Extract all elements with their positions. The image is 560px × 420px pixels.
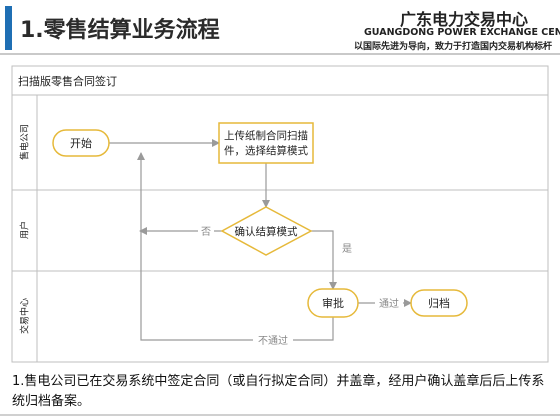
lane-label-user: 用户	[19, 221, 31, 239]
edge-label-no-bg	[198, 224, 214, 238]
node-review-label: 审批	[322, 296, 344, 310]
node-confirm	[220, 206, 313, 256]
edge-label-yes: 是	[342, 243, 352, 255]
pool-title: 扫描版零售合同签订	[18, 74, 117, 88]
node-start-label: 开始	[70, 136, 92, 150]
title-accent-bar	[5, 6, 12, 50]
header-divider	[0, 53, 560, 55]
node-upload-label-line-1: 上传纸制合同扫描	[224, 129, 308, 142]
edge-review-reject	[137, 152, 334, 341]
page-title: 1.零售结算业务流程	[20, 18, 220, 43]
lane-label-exchange: 交易中心	[19, 298, 31, 334]
node-review	[307, 288, 359, 318]
node-archive	[410, 289, 468, 317]
edge-label-reject-bg	[253, 334, 293, 347]
org-slogan: 以国际先进为导向，致力于打造国内交易机构标杆	[353, 42, 552, 52]
footer-line	[0, 414, 560, 416]
org-name-en: GUANGDONG POWER EXCHANGE CENTER	[364, 27, 560, 38]
node-archive-label: 归档	[428, 296, 450, 310]
edge-confirm-yes	[311, 230, 337, 290]
node-start	[52, 129, 110, 157]
node-upload	[218, 122, 314, 164]
lane-label-retailer: 售电公司	[19, 124, 31, 160]
org-name-cn: 广东电力交易中心	[399, 10, 528, 29]
edge-label-no: 否	[201, 226, 211, 238]
edge-label-pass: 通过	[379, 297, 399, 310]
node-upload-label-line-2: 件，选择结算模式	[224, 144, 308, 157]
node-confirm-label: 确认结算模式	[235, 225, 298, 238]
edge-label-pass-bg	[375, 297, 403, 310]
edge-label-reject: 不通过	[258, 334, 288, 347]
footnote: 1.售电公司已在交易系统中签定合同（或自行拟定合同）并盖章，经用户确认盖章后后上…	[12, 374, 545, 409]
